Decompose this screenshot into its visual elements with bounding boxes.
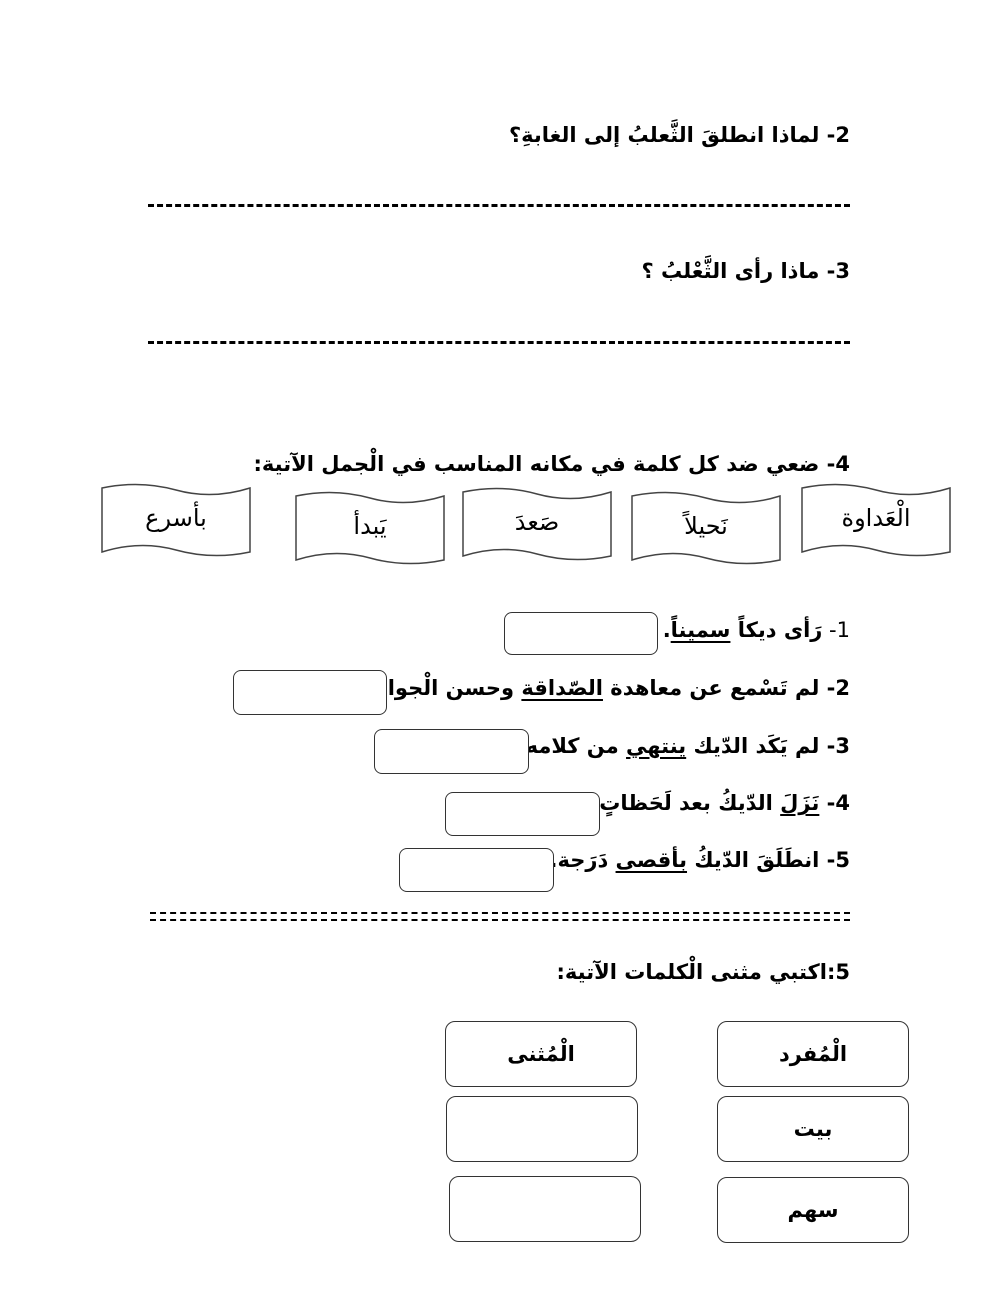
section-divider — [150, 912, 850, 921]
sentence-text: انطَلَقَ الدّيكُ — [687, 848, 820, 872]
sentence-text: لم تَسْمع عن معاهدة — [602, 676, 820, 700]
sentence-number: 5- — [819, 848, 850, 872]
sentence-text: لم يَكَد الدّيك — [686, 734, 820, 758]
answer-box-5[interactable] — [399, 848, 554, 892]
word-card-2[interactable]: نَحيلاً — [630, 490, 782, 566]
question-5: 5:اكتبي مثنى الْكلمات الآتية: — [556, 960, 850, 984]
question-2: 2- لماذا انطلقَ الثَّعلبُ إلى الغابةِ؟ — [508, 123, 850, 147]
sentence-underlined-word: ينتهي — [626, 734, 687, 758]
word-card-label: نَحيلاً — [684, 512, 728, 540]
sentence-text: . — [662, 618, 671, 642]
sentence-text: الدّيكُ بعد لَحَظاتٍ. — [591, 791, 781, 815]
sentence-underlined-word: سميناً — [670, 618, 731, 642]
singular-cell-1: بيت — [717, 1096, 909, 1162]
sentence-number: 2- — [819, 676, 850, 700]
question-3: 3- ماذا رأى الثَّعْلبُ ؟ — [641, 259, 850, 283]
sentence-1: 1- رَأى ديكاً سميناً. — [663, 618, 850, 642]
question-4: 4- ضعي ضد كل كلمة في مكانه المناسب في ال… — [253, 452, 850, 476]
answer-line-3 — [148, 341, 850, 344]
answer-box-4[interactable] — [445, 792, 600, 836]
header-dual: الْمُثنى — [445, 1021, 637, 1087]
word-card-4[interactable]: يَبدأ — [294, 490, 446, 566]
sentence-number: 4- — [819, 791, 850, 815]
answer-box-2[interactable] — [233, 670, 387, 715]
answer-box-1[interactable] — [504, 612, 658, 655]
sentence-underlined-word: الصّداقة — [521, 676, 603, 700]
sentence-underlined-word: بأقصى — [615, 848, 688, 872]
sentence-text: من كلامه. — [517, 734, 627, 758]
sentence-4: 4- نَزَلَ الدّيكُ بعد لَحَظاتٍ. — [591, 791, 850, 815]
dual-answer-box-1[interactable] — [446, 1096, 638, 1162]
word-card-3[interactable]: صَعدَ — [461, 486, 613, 562]
word-card-label: بأسرع — [145, 504, 207, 532]
answer-box-3[interactable] — [374, 729, 529, 774]
singular-cell-2: سهم — [717, 1177, 909, 1243]
word-card-label: يَبدأ — [353, 512, 387, 540]
word-card-label: صَعدَ — [514, 508, 560, 536]
word-card-5[interactable]: بأسرع — [100, 482, 252, 558]
sentence-text: دَرَجة. — [549, 848, 616, 872]
sentence-text: رَأى ديكاً — [730, 618, 823, 642]
dual-answer-box-2[interactable] — [449, 1176, 641, 1242]
sentence-2: 2- لم تَسْمع عن معاهدة الصّداقة وحسن الْ… — [368, 676, 850, 700]
sentence-text: وحسن الْجوار. — [367, 676, 522, 700]
word-card-label: الْعَداوة — [841, 504, 911, 532]
sentence-5: 5- انطَلَقَ الدّيكُ بأقصى دَرَجة. — [550, 848, 850, 872]
word-card-1[interactable]: الْعَداوة — [800, 482, 952, 558]
sentence-number: 3- — [819, 734, 850, 758]
sentence-3: 3- لم يَكَد الدّيك ينتهي من كلامه. — [518, 734, 850, 758]
sentence-number: 1- — [822, 618, 850, 642]
sentence-underlined-word: نَزَلَ — [780, 791, 820, 815]
answer-line-2 — [148, 204, 850, 207]
header-singular: الْمُفرد — [717, 1021, 909, 1087]
